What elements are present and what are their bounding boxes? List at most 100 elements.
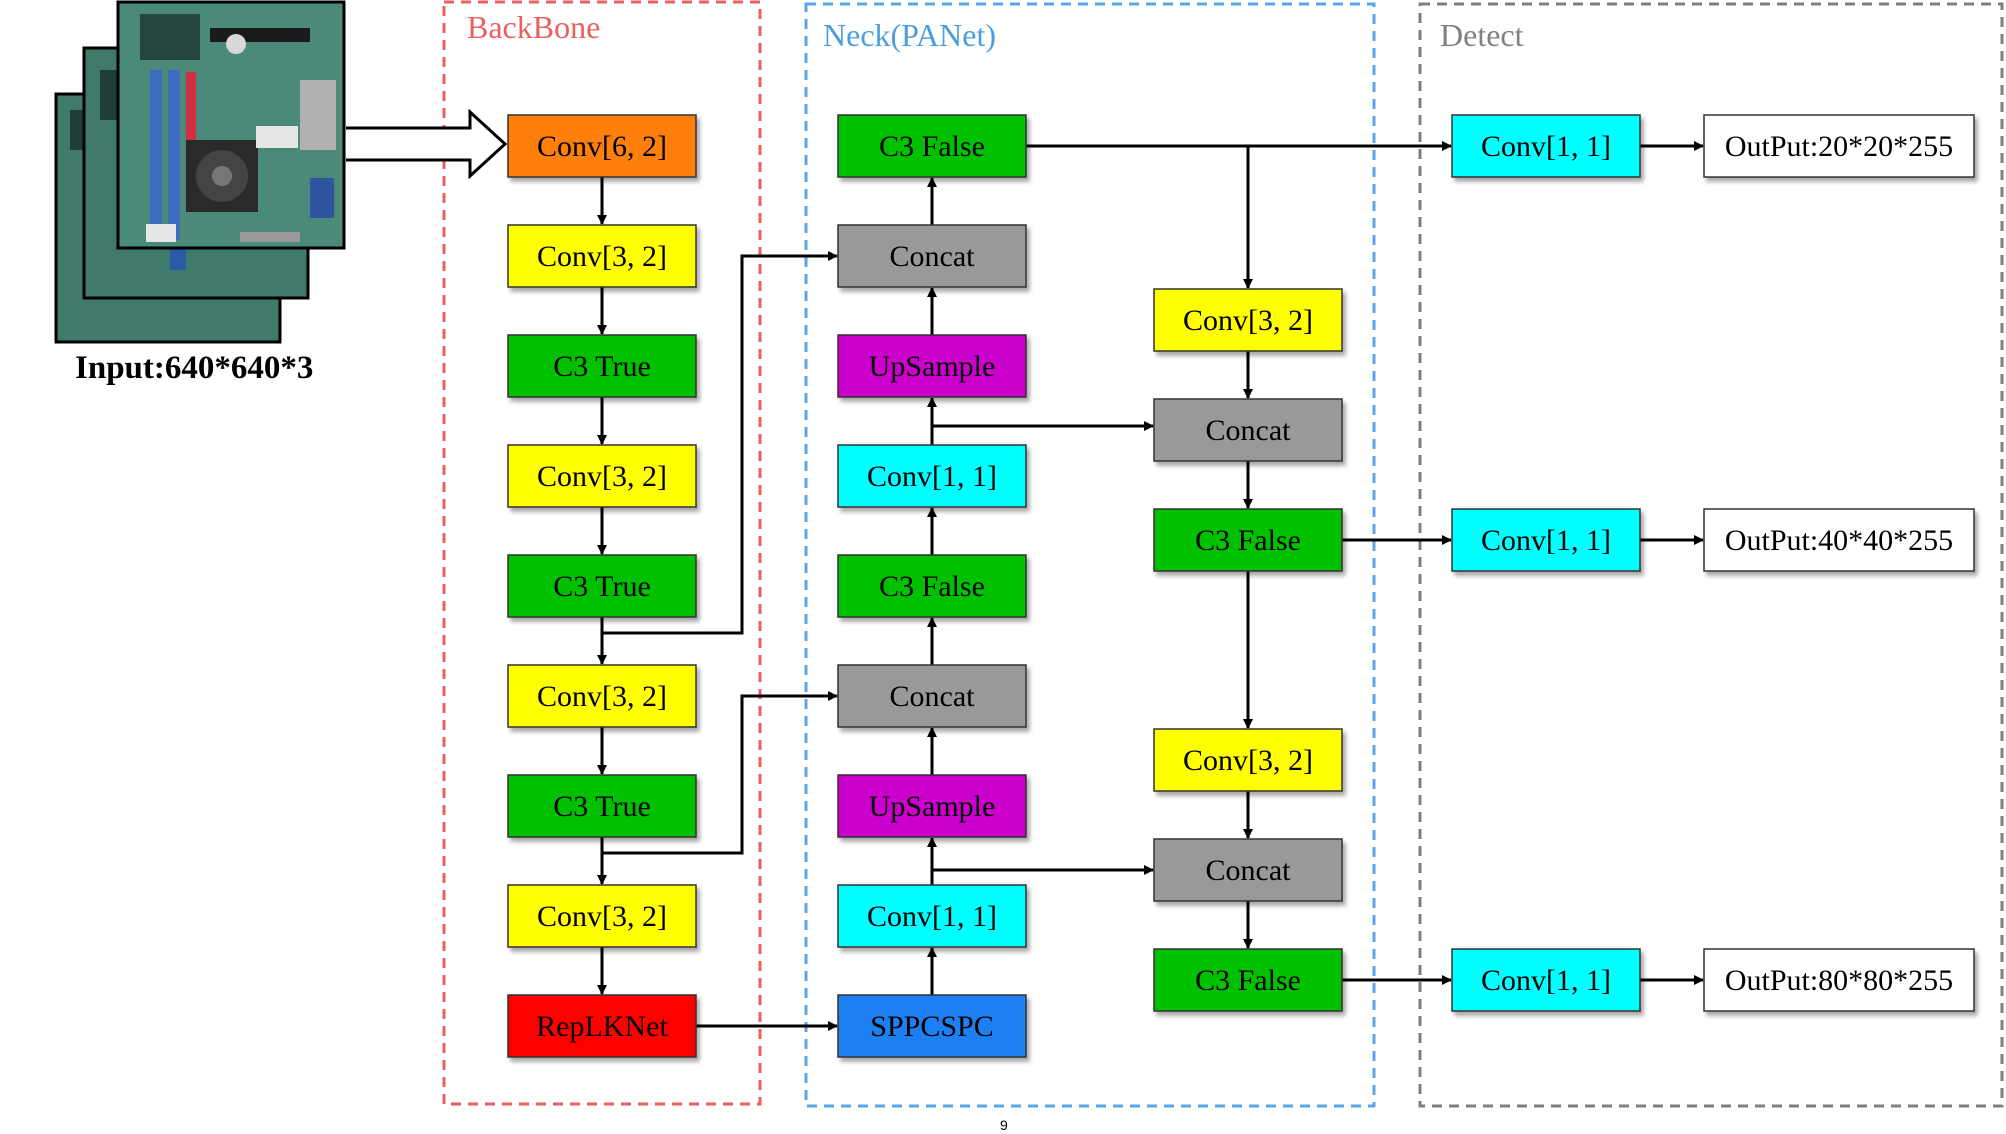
detect-conv-3-label: Conv[1, 1] [1481, 964, 1611, 997]
backbone-block-1-box [507, 114, 697, 178]
neck-frame [804, 2, 1376, 1108]
detect-conv-2-box [1451, 508, 1641, 572]
backbone-block-3-label: C3 True [553, 350, 651, 383]
backbone-block-6-label: Conv[3, 2] [537, 680, 667, 713]
backbone-block-9: RepLKNet [507, 994, 697, 1058]
output-box-3-label: OutPut:80*80*255 [1725, 964, 1953, 997]
backbone-block-1-label: Conv[6, 2] [537, 130, 667, 163]
neck-up-block-7: UpSample [837, 774, 1027, 838]
neck-up-block-8-label: Conv[1, 1] [867, 900, 997, 933]
neck-up-block-3: UpSample [837, 334, 1027, 398]
backbone-block-8-box [507, 884, 697, 948]
neck-up-block-2: Concat [837, 224, 1027, 288]
connections [597, 141, 1704, 1031]
input-label: Input:640*640*3 [75, 350, 313, 386]
neck-down-block-6: C3 False [1153, 948, 1343, 1012]
backbone-block-3: C3 True [507, 334, 697, 398]
backbone-block-9-label: RepLKNet [536, 1010, 668, 1043]
backbone-block-7-box [507, 774, 697, 838]
backbone-block-7-label: C3 True [553, 790, 651, 823]
backbone-block-5-label: C3 True [553, 570, 651, 603]
backbone-block-6-box [507, 664, 697, 728]
neck-up-block-1-box [837, 114, 1027, 178]
neck-up-block-2-box [837, 224, 1027, 288]
backbone-block-8: Conv[3, 2] [507, 884, 697, 948]
neck-down-block-1-label: Conv[3, 2] [1183, 304, 1313, 337]
neck-up-block-2-label: Concat [890, 240, 976, 273]
detect-conv-2: Conv[1, 1] [1451, 508, 1641, 572]
neck-up-block-6-box [837, 664, 1027, 728]
detect-frame [1418, 2, 2004, 1108]
detect-conv-2-label: Conv[1, 1] [1481, 524, 1611, 557]
neck-up-block-7-box [837, 774, 1027, 838]
backbone-frame [442, 0, 762, 1106]
skip-backbone-to-concat-1 [602, 251, 838, 635]
backbone-block-4-box [507, 444, 697, 508]
neck-down-block-6-box [1153, 948, 1343, 1012]
detect-conv-1: Conv[1, 1] [1451, 114, 1641, 178]
output-box-1: OutPut:20*20*255 [1703, 114, 1975, 178]
backbone-block-1: Conv[6, 2] [507, 114, 697, 178]
neck-down-block-2-label: Concat [1206, 414, 1292, 447]
output-box-3: OutPut:80*80*255 [1703, 948, 1975, 1012]
neck-up-block-6-label: Concat [890, 680, 976, 713]
neck-down-block-1-box [1153, 288, 1343, 352]
backbone-block-5-box [507, 554, 697, 618]
neck-up-block-5-label: C3 False [879, 570, 985, 603]
neck-up-block-4-label: Conv[1, 1] [867, 460, 997, 493]
output-box-3-box [1703, 948, 1975, 1012]
neck-up-block-4-box [837, 444, 1027, 508]
neck-up-block-5-box [837, 554, 1027, 618]
neck-down-block-4-box [1153, 728, 1343, 792]
backbone-block-5: C3 True [507, 554, 697, 618]
backbone-block-7: C3 True [507, 774, 697, 838]
output-box-1-label: OutPut:20*20*255 [1725, 130, 1953, 163]
neck-up-block-4: Conv[1, 1] [837, 444, 1027, 508]
neck-down-block-3-box [1153, 508, 1343, 572]
output-box-2: OutPut:40*40*255 [1703, 508, 1975, 572]
backbone-block-2: Conv[3, 2] [507, 224, 697, 288]
backbone-block-2-label: Conv[3, 2] [537, 240, 667, 273]
neck-down-block-2: Concat [1153, 398, 1343, 462]
neck-up-block-1-label: C3 False [879, 130, 985, 163]
backbone-block-3-box [507, 334, 697, 398]
neck-down-block-5: Concat [1153, 838, 1343, 902]
neck-up-block-7-label: UpSample [869, 790, 996, 823]
neck-up-block-9-label: SPPCSPC [870, 1010, 993, 1043]
neck-down-block-1: Conv[3, 2] [1153, 288, 1343, 352]
skip-backbone-to-concat-2 [602, 691, 838, 855]
neck-up-block-3-box [837, 334, 1027, 398]
backbone-block-4: Conv[3, 2] [507, 444, 697, 508]
circuit-board-image-3 [116, 0, 346, 250]
neck-up-block-8: Conv[1, 1] [837, 884, 1027, 948]
neck-down-block-4: Conv[3, 2] [1153, 728, 1343, 792]
neck-down-block-5-label: Concat [1206, 854, 1292, 887]
neck-up-block-9: SPPCSPC [837, 994, 1027, 1058]
backbone-block-8-label: Conv[3, 2] [537, 900, 667, 933]
neck-up-block-6: Concat [837, 664, 1027, 728]
input-arrow [346, 108, 508, 180]
output-box-1-box [1703, 114, 1975, 178]
neck-up-block-3-label: UpSample [869, 350, 996, 383]
neck-up-block-5: C3 False [837, 554, 1027, 618]
neck-up-block-8-box [837, 884, 1027, 948]
neck-down-block-2-box [1153, 398, 1343, 462]
neck-title: Neck(PANet) [823, 17, 996, 53]
page-number: 9 [1000, 1117, 1008, 1133]
output-box-2-label: OutPut:40*40*255 [1725, 524, 1953, 557]
backbone-block-9-box [507, 994, 697, 1058]
neck-down-block-3: C3 False [1153, 508, 1343, 572]
backbone-block-2-box [507, 224, 697, 288]
input-image-stack [54, 0, 346, 344]
backbone-block-6: Conv[3, 2] [507, 664, 697, 728]
detect-conv-1-box [1451, 114, 1641, 178]
neck-down-block-6-label: C3 False [1195, 964, 1301, 997]
detect-conv-3-box [1451, 948, 1641, 1012]
neck-down-block-3-label: C3 False [1195, 524, 1301, 557]
neck-down-block-4-label: Conv[3, 2] [1183, 744, 1313, 777]
neck-up-block-9-box [837, 994, 1027, 1058]
detect-title: Detect [1440, 17, 1524, 53]
